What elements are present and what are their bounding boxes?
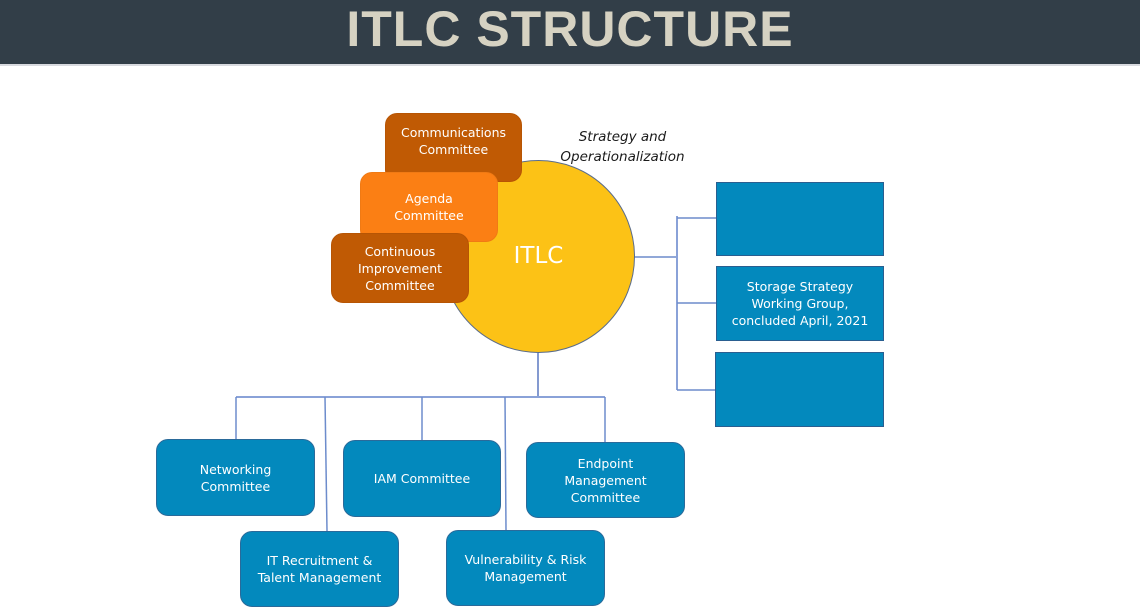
networking-committee: Networking Committee [156, 439, 315, 516]
working-group-3 [715, 352, 884, 427]
itlc-hub: ITLC [442, 160, 635, 353]
working-group-1 [716, 182, 884, 256]
endpoint-management-committee: Endpoint Management Committee [526, 442, 685, 518]
connector-recruitment [324, 396, 328, 532]
communications-committee: Communications Committee [385, 113, 522, 182]
storage-strategy-working-group: Storage Strategy Working Group, conclude… [716, 266, 884, 341]
agenda-committee: Agenda Committee [360, 172, 498, 242]
slide-title: ITLC STRUCTURE [346, 1, 794, 57]
it-recruitment-committee: IT Recruitment & Talent Management [240, 531, 399, 607]
strategy-annotation: Strategy and Operationalization [560, 129, 685, 165]
vulnerability-risk-committee: Vulnerability & Risk Management [446, 530, 605, 606]
continuous-improvement-committee: Continuous Improvement Committee [331, 233, 469, 303]
connector-vulnerability [504, 396, 507, 531]
slide-header: ITLC STRUCTURE [0, 0, 1140, 66]
itlc-hub-label: ITLC [513, 242, 564, 269]
iam-committee: IAM Committee [343, 440, 501, 517]
